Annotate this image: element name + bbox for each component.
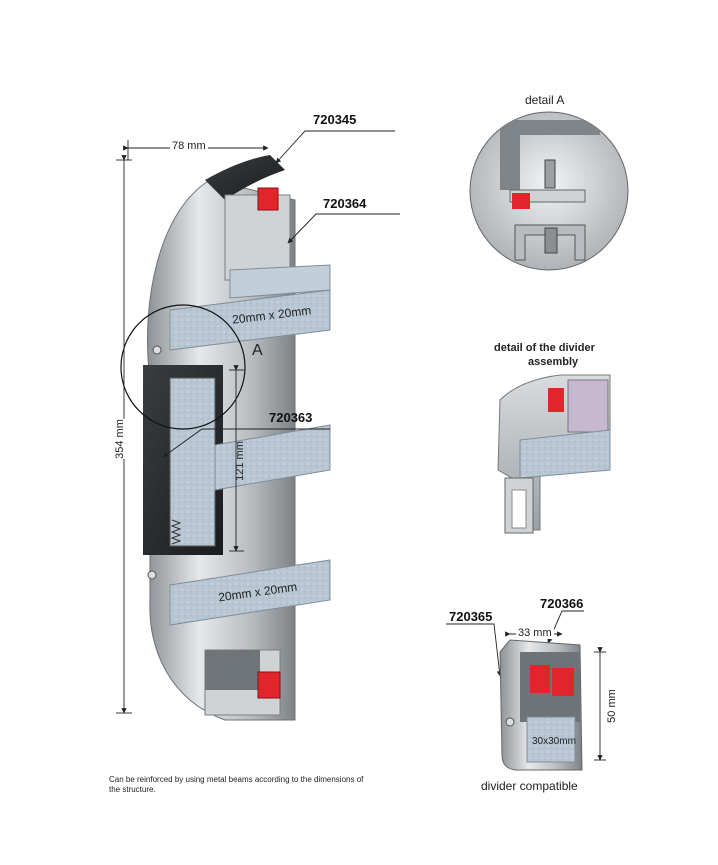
detail-marker-a: A [252, 342, 263, 359]
upper-beam [169, 289, 331, 351]
part-number-upper-side: 720364 [323, 196, 367, 211]
detail-a-marker-circle [120, 304, 246, 430]
dimension-width: 78 mm [170, 140, 208, 152]
part-number-middle: 720363 [269, 410, 313, 425]
divider-detail-title-line1: detail of the divider [494, 342, 595, 354]
footnote: Can be reinforced by using metal beams a… [109, 775, 364, 794]
top-cap [205, 155, 285, 200]
divider-section-view [499, 639, 583, 771]
main-profile-assembly [143, 155, 331, 721]
dimension-divider-height: 50 mm [605, 689, 618, 723]
part-number-top: 720345 [313, 112, 357, 127]
detail-a-view [469, 111, 629, 271]
divider-assembly-view [497, 374, 611, 534]
lower-red-clip [257, 671, 281, 699]
lower-beam [169, 559, 331, 626]
part-number-divider-left: 720365 [449, 609, 493, 624]
dimension-height: 354 mm [113, 419, 126, 459]
middle-frame-window [169, 377, 216, 547]
dimension-inner: 121 mm [233, 441, 246, 481]
spring [170, 519, 182, 545]
beam-label-divider: 30x30mm [532, 736, 576, 747]
dimension-divider-width: 33 mm [516, 627, 554, 639]
part-number-divider-right: 720366 [540, 596, 584, 611]
divider-detail-title-line2: assembly [528, 356, 579, 368]
detail-a-title: detail A [525, 93, 565, 107]
divider-caption: divider compatible [481, 779, 578, 793]
middle-beam [214, 424, 331, 491]
divider-beam-section [526, 716, 576, 763]
upper-red-clip [257, 187, 279, 211]
